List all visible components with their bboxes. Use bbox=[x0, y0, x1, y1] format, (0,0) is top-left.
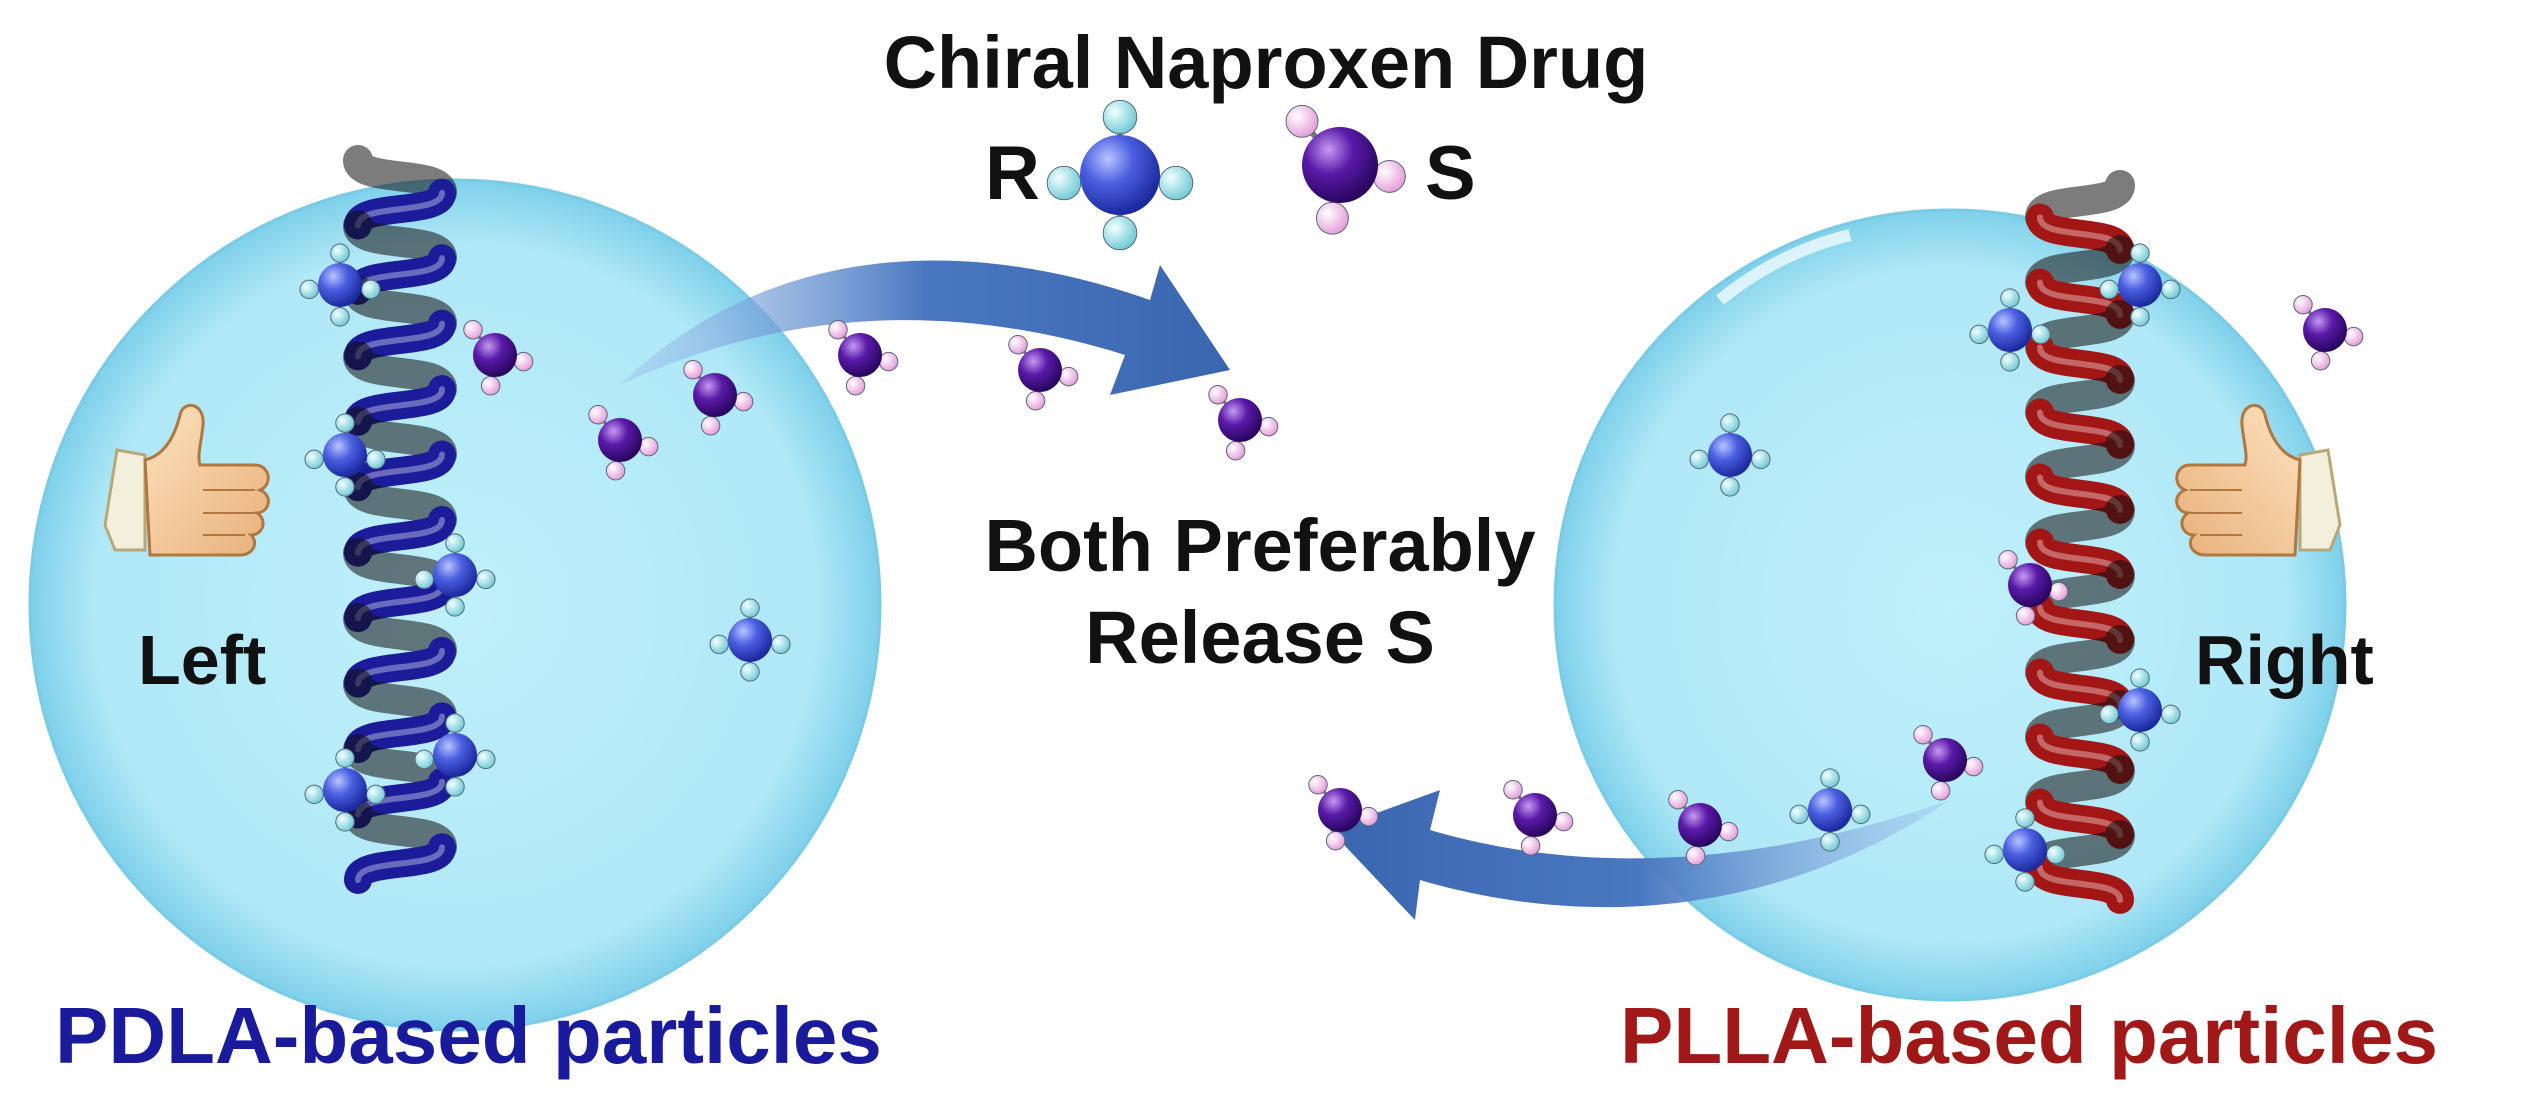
molecule-r-icon bbox=[414, 713, 496, 797]
molecule-r-icon bbox=[1969, 288, 2051, 372]
molecule-r-icon bbox=[2099, 243, 2181, 327]
pdla-caption: PDLA-based particles bbox=[55, 991, 882, 1080]
left-handed-helix-icon bbox=[343, 145, 457, 894]
s-enantiomer-label: S bbox=[1425, 131, 1476, 216]
molecule-r-icon bbox=[1984, 808, 2066, 892]
left-hand-label: Left bbox=[138, 621, 267, 699]
molecule-s-icon bbox=[1668, 789, 1739, 866]
molecule-s-icon bbox=[1998, 549, 2069, 626]
molecule-s-icon bbox=[2293, 294, 2364, 371]
right-hand-label: Right bbox=[2195, 621, 2374, 699]
molecules bbox=[299, 99, 2364, 892]
molecule-s-icon bbox=[588, 404, 659, 481]
molecule-r-icon bbox=[299, 243, 381, 327]
plla-particle-sphere bbox=[1553, 208, 2347, 1002]
diagram-title: Chiral Naproxen Drug bbox=[883, 21, 1649, 104]
molecule-r-icon bbox=[2099, 668, 2181, 752]
molecule-r-icon bbox=[304, 748, 386, 832]
molecule-s-icon bbox=[1285, 104, 1406, 235]
molecule-r-icon bbox=[304, 413, 386, 497]
thumbs-up-right-icon bbox=[2175, 404, 2342, 557]
plla-caption: PLLA-based particles bbox=[1620, 991, 2439, 1080]
molecule-s-icon bbox=[1008, 334, 1079, 411]
molecule-r-icon bbox=[1046, 99, 1194, 251]
molecule-s-icon bbox=[1503, 779, 1574, 856]
r-enantiomer-label: R bbox=[985, 131, 1040, 216]
release-arrow-bottom-icon bbox=[1330, 790, 1950, 920]
release-arrow-top-icon bbox=[620, 260, 1230, 395]
molecule-s-icon bbox=[828, 319, 899, 396]
molecule-s-icon bbox=[683, 359, 754, 436]
molecule-s-icon bbox=[463, 319, 534, 396]
molecule-s-icon bbox=[1913, 724, 1984, 801]
thumbs-up-left-icon bbox=[103, 404, 270, 557]
molecule-s-icon bbox=[1208, 384, 1279, 461]
release-statement: Both Preferably Release S bbox=[984, 504, 1536, 679]
sphere-highlight bbox=[1716, 229, 1852, 305]
molecule-r-icon bbox=[709, 598, 791, 682]
molecule-r-icon bbox=[1689, 413, 1771, 497]
molecule-s-icon bbox=[1308, 774, 1379, 851]
molecule-r-icon bbox=[414, 533, 496, 617]
molecule-r-icon bbox=[1789, 768, 1871, 852]
